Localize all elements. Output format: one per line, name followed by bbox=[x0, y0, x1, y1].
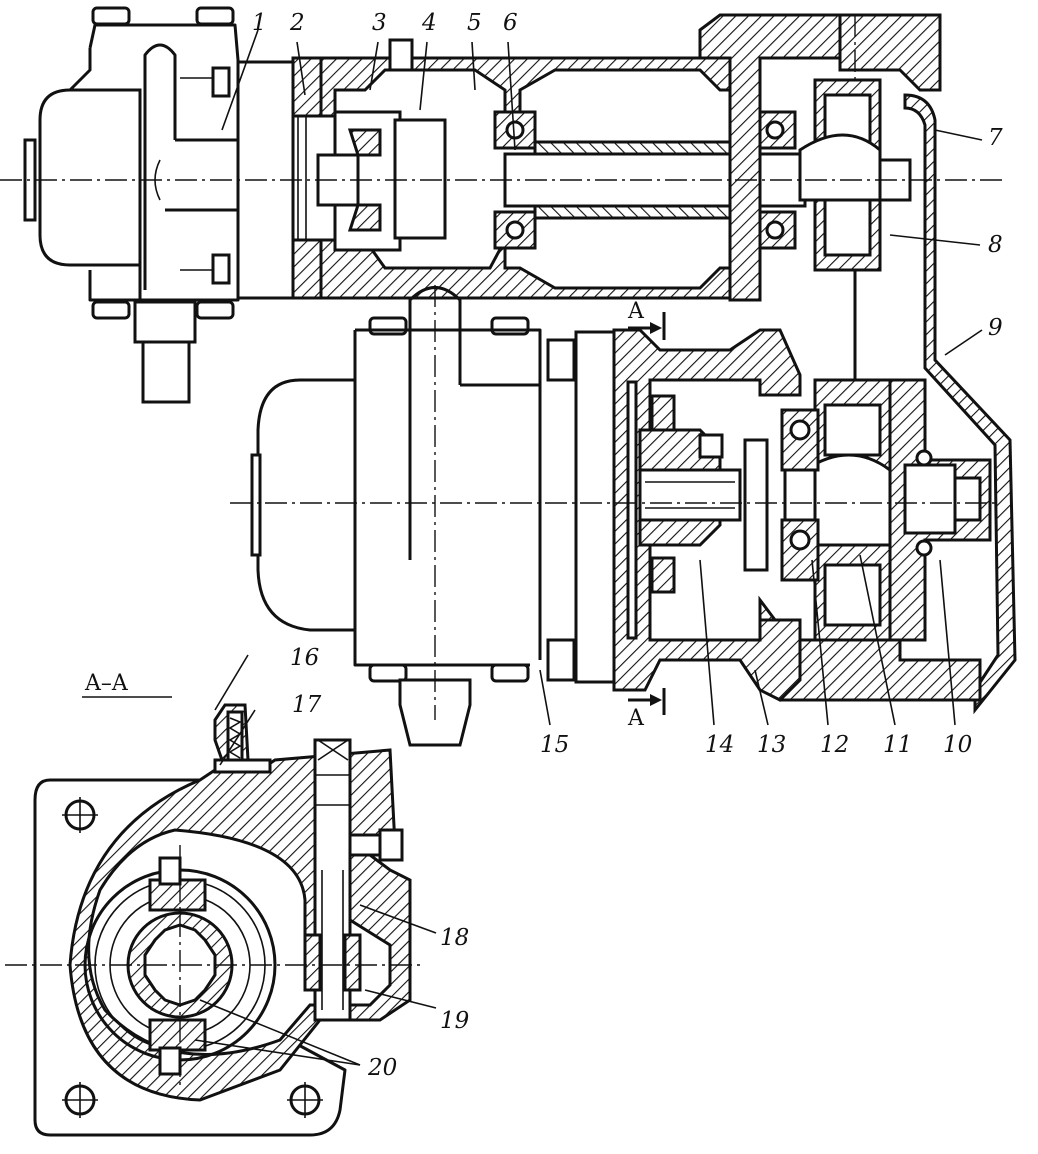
callout-10: 10 bbox=[943, 732, 972, 758]
callout-labels: 1 2 3 4 5 6 7 8 9 10 11 12 13 14 15 16 1… bbox=[252, 10, 1003, 1081]
upper-actuator-unit bbox=[23, 6, 323, 404]
callout-1: 1 bbox=[252, 10, 267, 36]
section-title: A–A bbox=[84, 671, 129, 696]
callout-11: 11 bbox=[883, 732, 912, 758]
section-a-a-view: A–A bbox=[5, 671, 420, 1137]
callout-9: 9 bbox=[988, 315, 1003, 341]
callout-3: 3 bbox=[372, 10, 387, 36]
section-letter-bottom: A bbox=[627, 706, 645, 731]
section-marker-bottom: A bbox=[627, 688, 666, 731]
lower-housing bbox=[612, 328, 820, 702]
callout-8: 8 bbox=[988, 232, 1003, 258]
lower-actuator-unit bbox=[250, 286, 616, 747]
callout-16: 16 bbox=[290, 645, 319, 671]
callout-2: 2 bbox=[289, 10, 305, 36]
callout-7: 7 bbox=[988, 125, 1003, 151]
center-lines bbox=[0, 15, 1005, 720]
callout-14: 14 bbox=[705, 732, 734, 758]
callout-20: 20 bbox=[367, 1055, 397, 1081]
callout-12: 12 bbox=[820, 732, 849, 758]
section-marker-top: A bbox=[627, 299, 666, 340]
callout-17: 17 bbox=[292, 692, 322, 718]
callout-18: 18 bbox=[440, 925, 469, 951]
callout-15: 15 bbox=[540, 732, 569, 758]
section-letter-top: A bbox=[627, 299, 645, 324]
callout-6: 6 bbox=[503, 10, 518, 36]
callout-4: 4 bbox=[421, 10, 437, 36]
upper-housing bbox=[316, 38, 807, 300]
callout-19: 19 bbox=[440, 1008, 469, 1034]
callout-5: 5 bbox=[467, 10, 482, 36]
callout-13: 13 bbox=[757, 732, 786, 758]
leader-lines bbox=[194, 29, 983, 1066]
